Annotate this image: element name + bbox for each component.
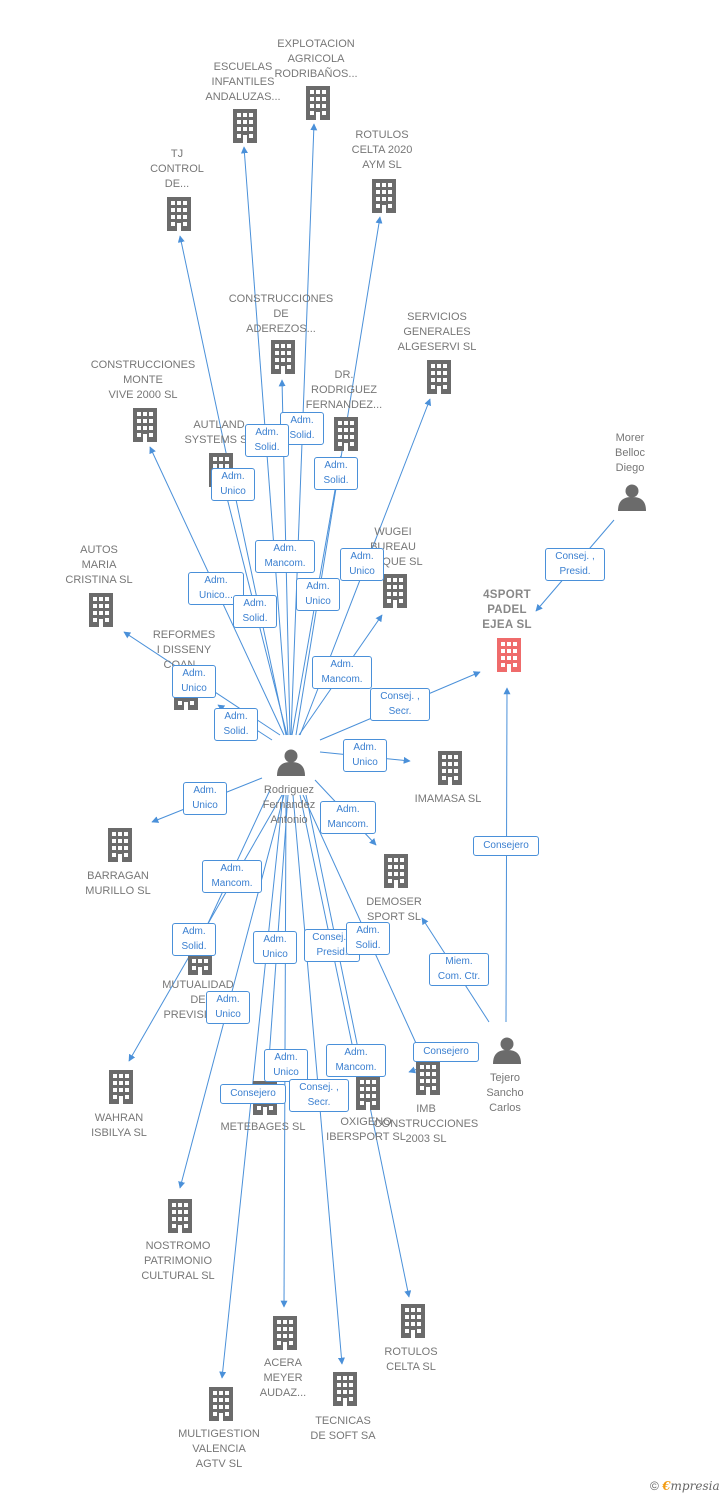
- person-icon[interactable]: [618, 484, 646, 512]
- edge-role-label: Adm. Mancom.: [255, 540, 315, 573]
- node-label-autos[interactable]: AUTOS MARIA CRISTINA SL: [65, 544, 133, 586]
- building-icon[interactable]: [427, 360, 451, 394]
- edge-role-label: Adm. Mancom.: [326, 1044, 386, 1077]
- building-icon[interactable]: [372, 179, 396, 213]
- node-label-monte[interactable]: CONSTRUCCIONES MONTE VIVE 2000 SL: [90, 359, 196, 401]
- empresia-logo: €mpresia: [662, 1479, 720, 1493]
- edge-role-label: Adm. Unico: [343, 739, 387, 772]
- node-label-aderezos[interactable]: CONSTRUCCIONES DE ADEREZOS...: [228, 293, 334, 335]
- footer-brand[interactable]: © €mpresia: [650, 1479, 720, 1493]
- edge-role-label: Adm. Mancom.: [320, 801, 376, 834]
- building-icon[interactable]: [334, 417, 358, 451]
- edge-role-label: Adm. Unico: [206, 991, 250, 1024]
- node-label-metebages[interactable]: METEBAGES SL: [220, 1121, 306, 1133]
- node-label-morer[interactable]: Morer Belloc Diego: [615, 432, 645, 474]
- node-label-tj[interactable]: TJ CONTROL DE...: [150, 148, 204, 190]
- building-icon[interactable]: [306, 86, 330, 120]
- copyright-symbol: ©: [650, 1479, 659, 1493]
- edge-role-label: Consejero: [220, 1084, 286, 1104]
- edge-role-label: Adm. Unico: [253, 931, 297, 964]
- node-label-rodriguez[interactable]: Rodriguez Fernandez Antonio: [262, 784, 316, 826]
- edge-role-label: Consejero: [473, 836, 539, 856]
- node-label-drrod[interactable]: DR. RODRIGUEZ FERNANDEZ...: [305, 369, 383, 411]
- node-label-rotulos2020[interactable]: ROTULOS CELTA 2020 AYM SL: [351, 129, 413, 171]
- node-label-imb[interactable]: IMB CONSTRUCCIONES 2003 SL: [373, 1103, 479, 1145]
- edge-role-label: Adm. Unico: [296, 578, 340, 611]
- edge-role-label: Consej. , Presid.: [545, 548, 605, 581]
- edge-role-label: Adm. Unico: [264, 1049, 308, 1082]
- edge-role-label: Adm. Unico: [211, 468, 255, 501]
- building-icon[interactable]: [109, 1070, 133, 1104]
- node-label-imamasa[interactable]: IMAMASA SL: [414, 793, 482, 805]
- edge-role-label: Adm. Solid.: [314, 457, 358, 490]
- node-label-explotacion[interactable]: EXPLOTACION AGRICOLA RODRIBAÑOS...: [274, 38, 358, 80]
- edge-role-label: Adm. Solid.: [214, 708, 258, 741]
- node-label-oxigeno[interactable]: OXIGENO IBERSPORT SL: [326, 1116, 406, 1143]
- node-label-demoser[interactable]: DEMOSER SPORT SL: [366, 896, 422, 923]
- building-icon[interactable]: [384, 854, 408, 888]
- node-label-barragan[interactable]: BARRAGAN MURILLO SL: [85, 870, 151, 897]
- building-icon[interactable]: [401, 1304, 425, 1338]
- edge-role-label: Consejero: [413, 1042, 479, 1062]
- node-label-4sport[interactable]: 4SPORT PADEL EJEA SL: [482, 589, 532, 631]
- building-icon[interactable]: [383, 574, 407, 608]
- edge-role-label: Miem. Com. Ctr.: [429, 953, 489, 986]
- building-icon[interactable]: [167, 197, 191, 231]
- building-icon[interactable]: [233, 109, 257, 143]
- node-label-nostromo[interactable]: NOSTROMO PATRIMONIO CULTURAL SL: [141, 1240, 215, 1282]
- edge-role-label: Adm. Unico: [340, 548, 384, 581]
- nodes-layer: [89, 86, 646, 1421]
- building-icon[interactable]: [89, 593, 113, 627]
- node-label-rotulos[interactable]: ROTULOS CELTA SL: [384, 1346, 438, 1373]
- building-icon[interactable]: [416, 1061, 440, 1095]
- person-icon[interactable]: [277, 749, 305, 777]
- edge-role-label: Consej. , Secr.: [370, 688, 430, 721]
- node-label-escuelas[interactable]: ESCUELAS INFANTILES ANDALUZAS...: [205, 61, 281, 103]
- edge-role-label: Consej. , Secr.: [289, 1079, 349, 1112]
- building-icon[interactable]: [497, 638, 521, 672]
- node-label-wahran[interactable]: WAHRAN ISBILYA SL: [91, 1112, 147, 1139]
- building-icon[interactable]: [168, 1199, 192, 1233]
- edge-role-label: Adm. Solid.: [245, 424, 289, 457]
- edge-role-label: Adm. Solid.: [233, 595, 277, 628]
- node-label-servicios[interactable]: SERVICIOS GENERALES ALGESERVI SL: [397, 311, 477, 353]
- node-label-multigestion[interactable]: MULTIGESTION VALENCIA AGTV SL: [178, 1428, 260, 1470]
- node-label-autland[interactable]: AUTLAND SYSTEMS SL: [184, 419, 253, 446]
- edge-role-label: Adm. Solid.: [346, 922, 390, 955]
- edge-role-label: Adm. Mancom.: [312, 656, 372, 689]
- edge-role-label: Adm. Unico: [183, 782, 227, 815]
- building-icon[interactable]: [438, 751, 462, 785]
- node-label-tejero[interactable]: Tejero Sancho Carlos: [486, 1072, 524, 1114]
- edge-role-label: Adm. Mancom.: [202, 860, 262, 893]
- node-label-acera[interactable]: ACERA MEYER AUDAZ...: [259, 1357, 307, 1399]
- node-label-tecnicas[interactable]: TECNICAS DE SOFT SA: [310, 1415, 376, 1442]
- person-icon[interactable]: [493, 1037, 521, 1065]
- building-icon[interactable]: [273, 1316, 297, 1350]
- building-icon[interactable]: [108, 828, 132, 862]
- edge-role-label: Adm. Solid.: [172, 923, 216, 956]
- edge-role-label: Adm. Unico: [172, 665, 216, 698]
